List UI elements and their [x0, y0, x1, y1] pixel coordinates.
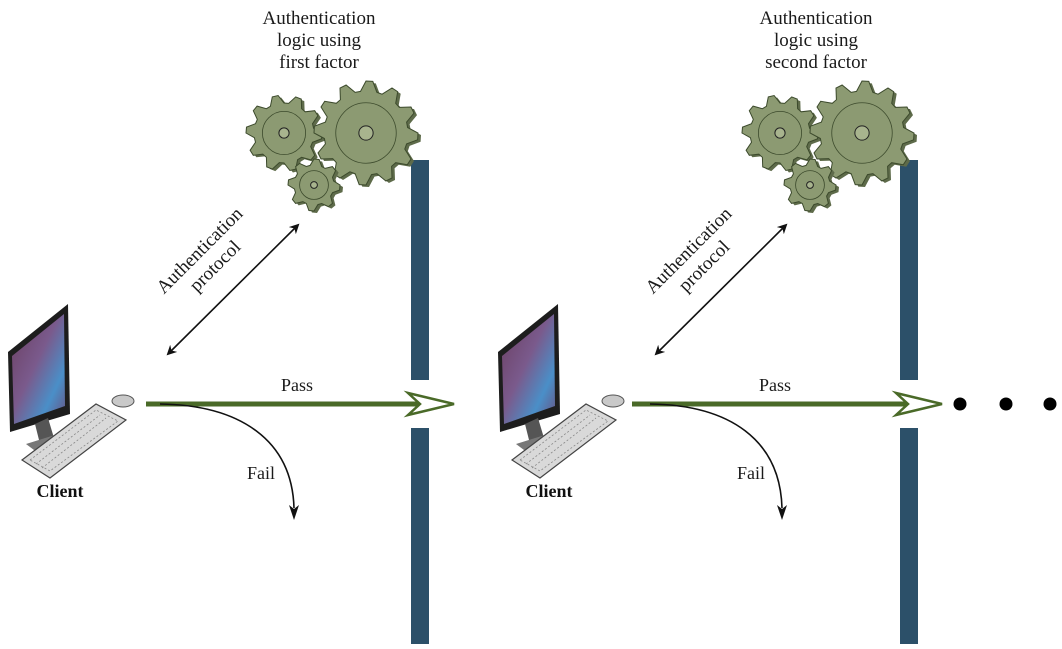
keyboard-icon [510, 403, 618, 479]
barrier-upper [411, 160, 429, 380]
title-line: Authentication [759, 8, 873, 29]
gears-icon [245, 80, 421, 213]
mouse-icon [111, 394, 135, 408]
stage-2 [498, 80, 943, 644]
title-line: second factor [765, 52, 867, 73]
barrier-upper [900, 160, 918, 380]
client-label: Client [36, 481, 84, 501]
pass-arrow [146, 390, 455, 418]
pass-label: Pass [281, 375, 314, 395]
mouse-icon [601, 394, 625, 408]
fail-arrow [159, 403, 299, 520]
protocol-arrow [166, 223, 300, 356]
title-line: first factor [279, 52, 359, 73]
title-stage-2: Authentication logic using second factor [716, 8, 916, 74]
title-line: logic using [774, 30, 858, 51]
pass-label: Pass [759, 375, 792, 395]
computer-icon [498, 304, 560, 450]
barrier-lower [900, 428, 918, 644]
title-line: Authentication [262, 8, 376, 29]
fail-label: Fail [247, 463, 276, 483]
barrier-lower [411, 428, 429, 644]
stage-1 [8, 80, 455, 644]
protocol-arrow [654, 223, 788, 356]
ellipsis-icon [953, 397, 1057, 411]
title-stage-1: Authentication logic using first factor [219, 8, 419, 74]
fail-arrow [649, 403, 787, 520]
client-label: Client [525, 481, 573, 501]
keyboard-icon [20, 403, 128, 479]
pass-arrow [632, 390, 943, 418]
fail-label: Fail [737, 463, 766, 483]
gears-icon [741, 80, 917, 213]
computer-icon [8, 304, 70, 450]
title-line: logic using [277, 30, 361, 51]
